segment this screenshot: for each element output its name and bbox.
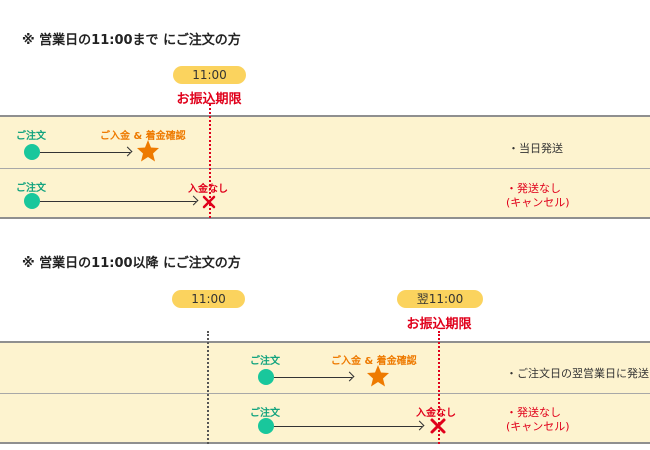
section1-time-pill: 11:00 (173, 66, 246, 84)
section1-row1-order-label: ご注文 (16, 131, 46, 142)
section2-row1-event-label: ご入金 & 着金確認 (331, 356, 417, 367)
section2-row1-order-label: ご注文 (250, 356, 280, 367)
section2-cutoff-marker (207, 331, 209, 444)
section1-middle-line (0, 168, 650, 169)
section1-heading: ※ 営業日の11:00まで にご注文の方 (22, 33, 241, 48)
section1-row2-dot-icon (24, 193, 40, 209)
section2-next-time-pill: 翌11:00 (397, 290, 483, 308)
section1-row2-arrow (40, 201, 196, 202)
section1-row2-result-line2: (キャンセル) (506, 196, 570, 209)
section2-row1-star-icon (367, 365, 389, 387)
section2-row2-arrow (274, 426, 422, 427)
section1-row2-order-label: ご注文 (16, 183, 46, 194)
section2-middle-line (0, 393, 650, 394)
section1-deadline-marker (209, 104, 211, 218)
section2-row1-arrow (274, 377, 352, 378)
section2-row1-dot-icon (258, 369, 274, 385)
section2-row2-order-label: ご注文 (250, 408, 280, 419)
section1-row2-result-line1: ・発送なし (506, 182, 561, 195)
section2-bottom-line (0, 442, 650, 444)
section2-row1-result: ・ご注文日の翌営業日に発送 (506, 367, 649, 380)
section2-deadline-label: お振込期限 (406, 317, 472, 332)
section2-row2-result-line2: (キャンセル) (506, 420, 570, 433)
section2-deadline-marker (438, 331, 440, 444)
section1-row1-dot-icon (24, 144, 40, 160)
section1-deadline-label: お振込期限 (176, 92, 242, 107)
section2-row2-result-line1: ・発送なし (506, 406, 561, 419)
section1-row1-event-label: ご入金 & 着金確認 (100, 131, 186, 142)
section1-row2-cross-icon (202, 195, 216, 209)
section1-row1-result: ・当日発送 (508, 142, 563, 155)
section1-row1-star-icon (137, 140, 159, 162)
section2-top-line (0, 341, 650, 343)
section2-row2-cross-icon (430, 418, 446, 434)
section2-row2-dot-icon (258, 418, 274, 434)
section2-heading: ※ 営業日の11:00以降 にご注文の方 (22, 256, 241, 271)
section2-row2-event-label: 入金なし (416, 408, 456, 419)
section1-bottom-line (0, 217, 650, 219)
section1-row1-arrow (40, 152, 130, 153)
section2-time-pill: 11:00 (172, 290, 245, 308)
section1-row2-event-label: 入金なし (188, 184, 228, 195)
section1-top-line (0, 115, 650, 117)
